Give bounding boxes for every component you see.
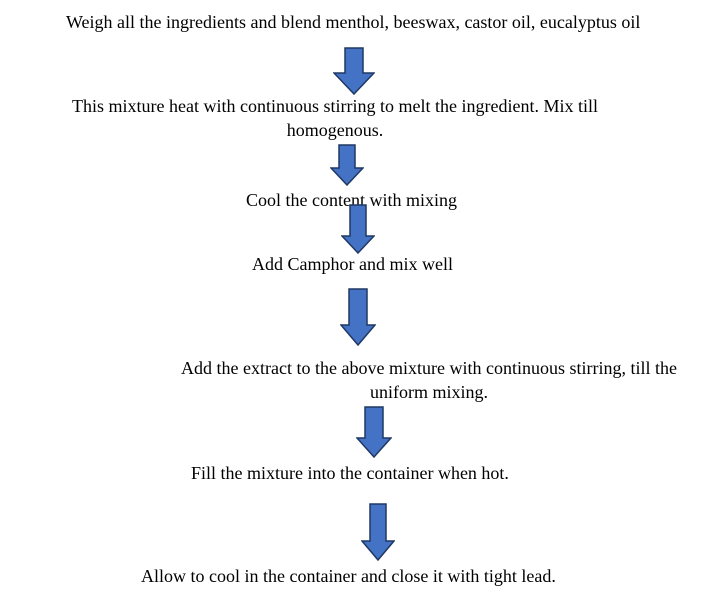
step-text: Fill the mixture into the container when…: [191, 463, 509, 483]
step-text-line-2: uniform mixing.: [370, 382, 488, 402]
step-text: Allow to cool in the container and close…: [141, 566, 556, 586]
down-arrow-icon: [330, 144, 364, 186]
step-add-extract: Add the extract to the above mixture wit…: [155, 356, 703, 404]
step-text: Cool the content with mixing: [246, 190, 457, 210]
step-heat-stir: This mixture heat with continuous stirri…: [28, 94, 642, 142]
step-text-line-1: Add the extract to the above mixture wit…: [181, 358, 677, 378]
step-text-line-1: This mixture heat with continuous stirri…: [72, 96, 598, 116]
step-weigh-blend: Weigh all the ingredients and blend ment…: [66, 10, 640, 34]
step-text-line-2: homogenous.: [286, 120, 384, 140]
step-cool-close: Allow to cool in the container and close…: [141, 564, 556, 588]
down-arrow-icon: [340, 288, 376, 346]
step-fill-container: Fill the mixture into the container when…: [191, 461, 509, 485]
down-arrow-icon: [333, 47, 375, 95]
down-arrow-icon: [361, 503, 395, 561]
step-add-camphor: Add Camphor and mix well: [252, 252, 453, 276]
down-arrow-icon: [341, 204, 375, 254]
step-cool-mixing: Cool the content with mixing: [246, 188, 457, 212]
step-text: Weigh all the ingredients and blend ment…: [66, 12, 641, 32]
down-arrow-icon: [356, 406, 392, 458]
step-text: Add Camphor and mix well: [252, 254, 453, 274]
